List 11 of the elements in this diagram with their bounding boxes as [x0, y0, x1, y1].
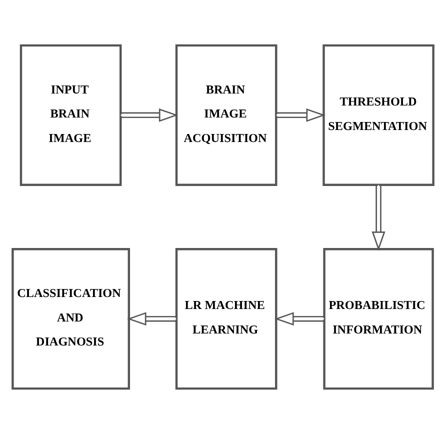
node-box: PROBABILISTIC INFORMATION	[323, 248, 434, 390]
node-box: CLASSIFICATION AND DIAGNOSIS	[12, 248, 130, 390]
arrow	[372, 185, 386, 251]
arrow	[276, 108, 326, 122]
arrow	[126, 312, 176, 326]
arrow	[120, 108, 178, 122]
node-box: BRAIN IMAGE ACQUISITION	[175, 44, 278, 186]
node-box: THRESHOLD SEGMENTATION	[322, 44, 434, 186]
arrow	[274, 312, 324, 326]
node-box: LR MACHINE LEARNING	[175, 248, 278, 390]
node-box: INPUT BRAIN IMAGE	[20, 44, 122, 186]
